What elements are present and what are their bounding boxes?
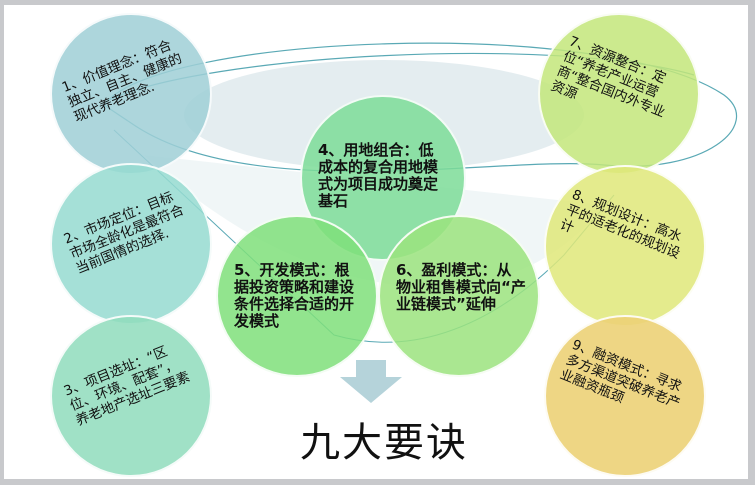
circle-7: 7、资源整合：定位“养老产业运营商“整合国内外专业资源 [538,13,700,175]
item-1-text: 1、价值理念：符合独立、自主、健康的现代养老理念. [59,37,185,126]
circle-3: 3、项目选址：“区位、环境、配套”，养老地产选址三要素 [50,315,212,477]
item-3-text: 3、项目选址：“区位、环境、配套”，养老地产选址三要素 [61,343,193,430]
item-5-text: 5、开发模式：根据投资策略和建设条件选择合适的开发模式 [234,261,355,330]
circle-1: 1、价值理念：符合独立、自主、健康的现代养老理念. [50,13,212,175]
item-9-text: 9、融资模式：寻求多方渠道突破养老产业融资瓶颈 [557,336,684,412]
circle-8: 8、规划设计：高水平的适老化的规划设计 [544,165,706,327]
item-4-text: 4、用地组合：低成本的复合用地模式为项目成功奠定基石 [318,141,439,210]
slide: 1、价值理念：符合独立、自主、健康的现代养老理念. 2、市场定位：目标市场全龄化… [4,5,748,479]
diagram-title: 九大要诀 [300,420,468,466]
circle-2: 2、市场定位：目标市场全龄化是最符合当前国情的选择. [50,163,212,325]
circle-9: 9、融资模式：寻求多方渠道突破养老产业融资瓶颈 [544,315,706,477]
down-arrow-icon [340,360,402,403]
circle-6: 6、盈利模式：从物业租售模式向“产业链模式”延伸 [378,215,540,377]
circle-5: 5、开发模式：根据投资策略和建设条件选择合适的开发模式 [216,215,378,377]
item-6-text: 6、盈利模式：从物业租售模式向“产业链模式”延伸 [396,261,526,313]
item-2-text: 2、市场定位：目标市场全龄化是最符合当前国情的选择. [61,189,187,278]
item-8-text: 8、规划设计：高水平的适老化的规划设计 [557,186,684,262]
item-7-text: 7、资源整合：定位“养老产业运营商“整合国内外专业资源 [548,33,669,121]
